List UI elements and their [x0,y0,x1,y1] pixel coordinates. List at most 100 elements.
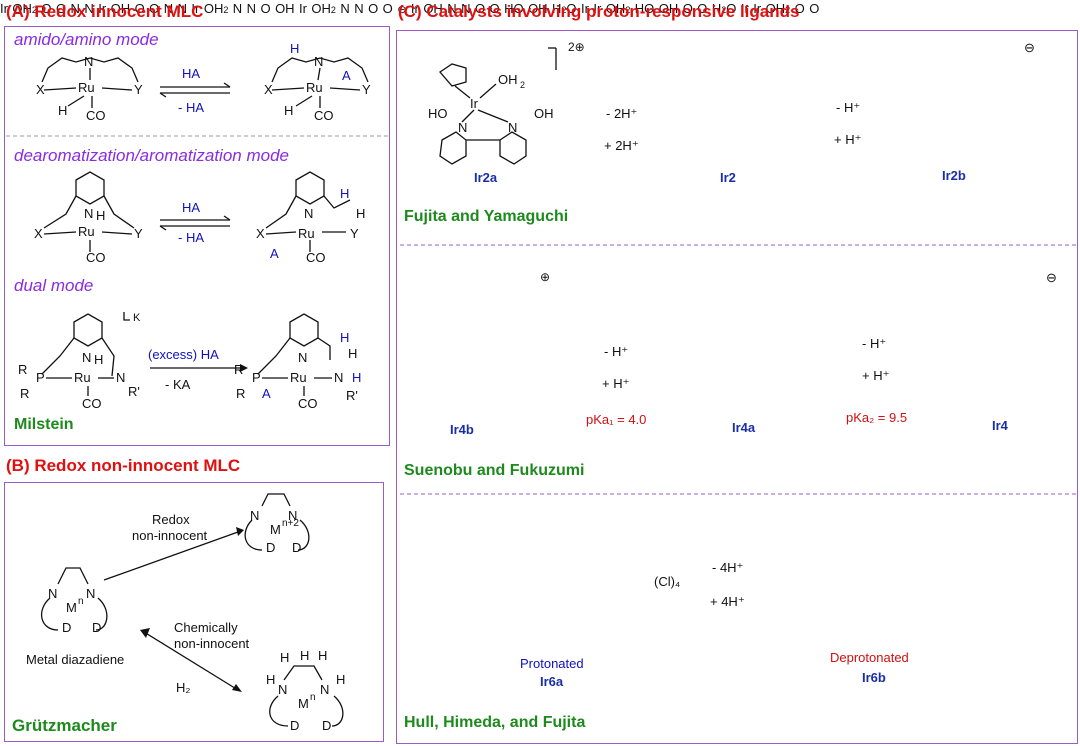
svg-text:N: N [278,682,287,697]
a-arrow1-bottom: - HA [178,100,204,115]
svg-text:CO: CO [306,250,326,265]
redox-product-structure: N N M n+2 D D [244,493,310,555]
c-row2-arrow2-top: - H⁺ [862,336,887,351]
svg-text:Ru: Ru [298,226,315,241]
ru-pincer-dearomatized-left: N H Ru X Y CO [34,171,143,265]
svg-text:N: N [116,370,125,385]
svg-text:n: n [78,596,84,607]
svg-text:CO: CO [82,396,102,411]
svg-text:CO: CO [314,108,334,123]
svg-text:X: X [256,226,265,241]
svg-text:M: M [270,522,281,537]
svg-text:2: 2 [520,80,525,90]
c-row2-arrow1-bottom: + H⁺ [602,376,630,391]
svg-text:N: N [82,350,91,365]
cmp-ir2b: Ir2b [942,168,966,183]
svg-text:D: D [322,718,331,733]
c-row1-arrow2-top: - H⁺ [836,100,861,115]
b-metal-label: Metal diazadiene [26,652,125,667]
ir4a-structure: Ir OH2 N N O O ⊖ [299,1,407,16]
svg-text:R: R [18,362,27,377]
svg-text:N: N [298,350,307,365]
svg-text:A: A [262,386,271,401]
svg-text:H: H [356,206,365,221]
svg-text:D: D [292,540,301,555]
svg-text:P: P [36,370,45,385]
ru-amido-complex-left: N Ru X Y H CO [36,54,143,123]
svg-text:CO: CO [86,108,106,123]
svg-text:n+2: n+2 [282,518,299,529]
svg-text:N: N [458,120,467,135]
b-arrow-chemical [140,628,242,692]
svg-text:H: H [96,208,105,223]
svg-text:R: R [20,386,29,401]
svg-text:R': R' [346,388,358,403]
svg-text:N: N [288,508,297,523]
svg-text:H: H [284,103,293,118]
svg-text:H: H [94,352,103,367]
c-row1-arrow1-top: - 2H⁺ [606,106,638,121]
svg-text:H: H [352,370,361,385]
svg-text:N: N [250,508,259,523]
svg-text:M: M [66,600,77,615]
cmp-ir4: Ir4 [992,418,1008,433]
svg-text:H: H [266,672,275,687]
svg-text:N: N [84,54,93,69]
c-row3-arrow-top: - 4H⁺ [712,560,744,575]
ir4-charge: ⊖ [1046,270,1057,285]
c-row1-arrow1-bottom: + 2H⁺ [604,138,639,153]
ru-pnn-complex-right: H H N Ru P R R A N H R' CO [234,313,361,411]
svg-text:Y: Y [134,82,143,97]
svg-text:Ru: Ru [290,370,307,385]
mode-dearomatization: dearomatization/aromatization mode [14,146,289,165]
svg-text:H: H [318,648,327,663]
b-redox-label-2: non-innocent [132,528,208,543]
panel-c-box [396,30,1078,744]
ir4b-charge: ⊕ [540,270,551,284]
author-grutzmacher: Grützmacher [12,716,117,735]
mode-amido-amino: amido/amino mode [14,30,159,49]
panel-b-box [4,482,384,742]
svg-text:N: N [86,586,95,601]
cmp-ir6b: Ir6b [862,670,886,685]
svg-text:X: X [36,82,45,97]
svg-text:H: H [348,346,357,361]
svg-text:H: H [290,41,299,56]
svg-text:Ru: Ru [78,224,95,239]
svg-text:H: H [58,103,67,118]
ru-amino-complex-right: H N A Ru X Y H CO [264,41,371,123]
ir2-structure: Ir OH2 O O N N [0,1,94,16]
hydrogenated-product-structure: H H H H N N H M n D D [266,648,345,733]
author-fujita-yamaguchi: Fujita and Yamaguchi [404,208,569,225]
ir6b-structure: O O H2O Ir Ir OH2 O O [682,1,820,16]
svg-text:N: N [84,206,93,221]
c-row3-arrow-bottom: + 4H⁺ [710,594,745,609]
svg-text:D: D [62,620,71,635]
a-eq-arrow-2 [159,215,231,231]
svg-text:N: N [304,206,313,221]
panel-b-title: (B) Redox non-innocent MLC [6,456,241,475]
svg-text:N: N [320,682,329,697]
c-row2-arrow1-top: - H⁺ [604,344,629,359]
svg-text:H: H [280,650,289,665]
author-hull-himeda-fujita: Hull, Himeda, and Fujita [404,714,586,731]
svg-text:D: D [92,620,101,635]
a-arrow-3 [150,364,248,372]
svg-text:D: D [290,718,299,733]
svg-text:R: R [234,362,243,377]
b-chem-label-2: non-innocent [174,636,250,651]
panel-a-box [4,26,390,446]
a-arrow1-top: HA [182,66,201,81]
svg-text:A: A [342,68,351,83]
ir2a-charge: 2⊕ [568,40,585,54]
svg-text:CO: CO [298,396,318,411]
b-redox-label-1: Redox [152,512,190,527]
panel-c-title: (C) Catalysts involving proton-responsiv… [398,2,800,21]
b-chem-label-1: Chemically [174,620,238,635]
svg-text:Ru: Ru [78,80,95,95]
svg-text:n: n [310,692,316,703]
ir6a-structure: HO OH H2O Ir Ir OH2 HO OH [504,1,679,16]
svg-text:A: A [270,246,279,261]
svg-text:H: H [300,648,309,663]
